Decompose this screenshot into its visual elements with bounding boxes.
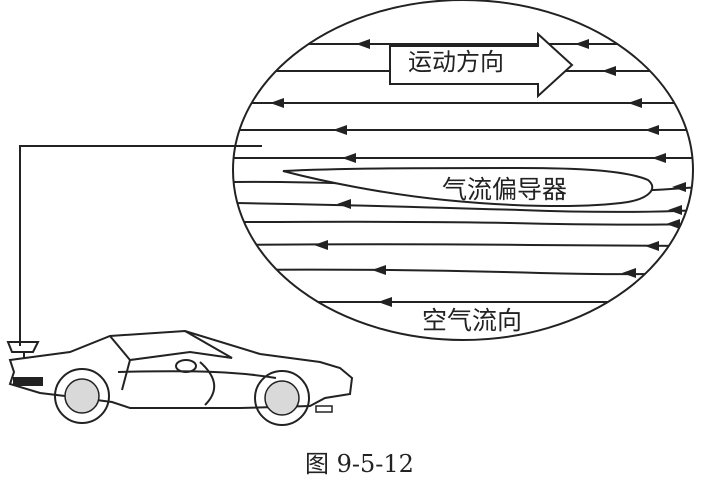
- motion-direction-arrow: [389, 31, 574, 99]
- airflow-direction-label: 空气流向: [422, 306, 523, 335]
- arrowhead: [602, 66, 616, 76]
- arrowhead: [575, 39, 589, 49]
- tail-light: [13, 377, 43, 386]
- arrowhead: [645, 241, 659, 251]
- spoiler-mount: [6, 341, 40, 353]
- streamline-arrowheads: [270, 39, 686, 307]
- arrowhead: [333, 125, 347, 135]
- arrowhead: [342, 153, 356, 163]
- arrowhead: [314, 240, 328, 250]
- arrowhead: [356, 39, 370, 49]
- diagram-canvas: [6, 0, 694, 426]
- rear-wheel: [54, 368, 110, 424]
- streamline: [233, 202, 693, 213]
- arrowhead: [378, 297, 392, 307]
- arrowhead: [372, 265, 386, 275]
- magnified-view-outline: [232, 0, 694, 341]
- leader-line: [19, 145, 262, 346]
- arrowhead: [270, 98, 284, 108]
- figure-caption: 图 9-5-12: [305, 450, 414, 478]
- arrowhead: [672, 182, 686, 192]
- car-windshield: [109, 330, 233, 362]
- deflector-shape: [282, 166, 654, 208]
- deflector-label: 气流偏导器: [442, 175, 568, 204]
- car-body: [8, 329, 354, 409]
- front-wheel: [254, 370, 310, 426]
- motion-direction-label: 运动方向: [408, 48, 504, 76]
- streamline: [233, 220, 693, 226]
- arrowhead: [652, 153, 666, 163]
- arrowhead: [668, 205, 682, 215]
- arrowhead: [645, 125, 659, 135]
- streamline: [233, 243, 693, 247]
- arrowhead: [666, 219, 680, 229]
- arrowhead: [628, 98, 642, 108]
- arrowhead: [337, 199, 351, 209]
- arrowhead: [622, 268, 636, 278]
- car: [6, 329, 354, 426]
